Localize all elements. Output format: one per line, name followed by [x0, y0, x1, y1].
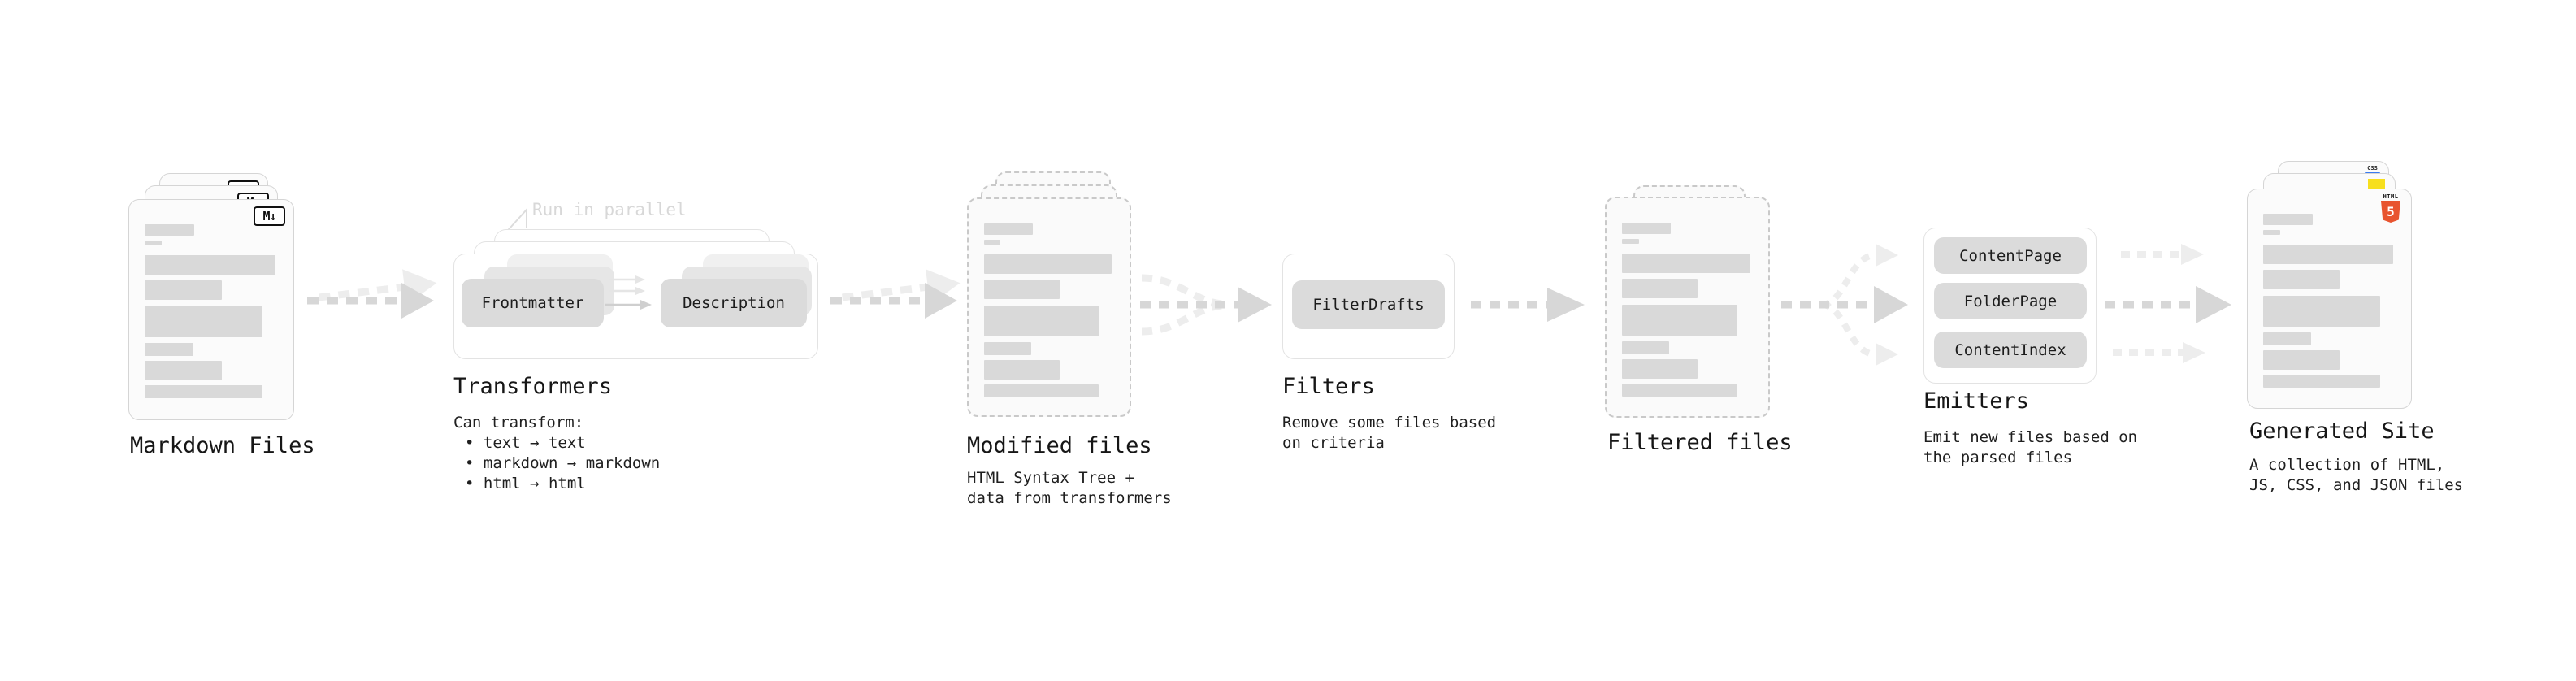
doc-text-bar	[2263, 245, 2393, 264]
doc-text-bar	[2263, 350, 2340, 370]
doc-text-bar	[1622, 254, 1750, 273]
flow-arrow-modified-to-filters	[1140, 274, 1272, 336]
doc-text-bar	[984, 306, 1099, 336]
doc-content-placeholder	[145, 200, 275, 398]
doc-text-bar	[2263, 230, 2280, 235]
contentpage-pill: ContentPage	[1934, 237, 2087, 274]
doc-text-bar	[145, 361, 222, 380]
doc-text-bar	[1622, 359, 1698, 379]
markdown-icon: M↓	[254, 206, 285, 226]
doc-card-front	[1605, 197, 1770, 418]
doc-text-bar	[2263, 296, 2380, 327]
node-title-emitters: Emitters	[1923, 388, 2030, 414]
doc-text-bar	[1622, 223, 1672, 234]
doc-card-front: M↓	[128, 199, 294, 420]
transform-bullet: • text → text	[465, 434, 586, 452]
doc-text-bar	[145, 255, 275, 275]
doc-text-bar	[145, 343, 193, 356]
subtitle-line: HTML Syntax Tree +	[967, 469, 1134, 487]
node-title-filtered-files: Filtered files	[1607, 430, 1793, 455]
doc-text-bar	[984, 254, 1112, 274]
pill-flow-arrows	[605, 275, 652, 310]
doc-text-bar	[1622, 279, 1698, 298]
doc-text-bar	[145, 280, 222, 300]
node-title-markdown-files: Markdown Files	[130, 433, 315, 458]
doc-content-placeholder	[1622, 198, 1750, 397]
node-title-generated-site: Generated Site	[2249, 419, 2435, 444]
generated-site-description: A collection of HTML, JS, CSS, and JSON …	[2249, 455, 2463, 496]
doc-text-bar	[984, 342, 1032, 355]
doc-text-bar	[1622, 239, 1639, 244]
modified-files-description: HTML Syntax Tree + data from transformer…	[967, 468, 1172, 509]
flow-arrows-emitters-to-site	[2105, 244, 2231, 363]
html5-icon: HTML 5	[2380, 193, 2401, 223]
filters-description: Remove some files based on criteria	[1282, 413, 1496, 453]
folderpage-pill: FolderPage	[1934, 283, 2087, 319]
doc-text-bar	[1622, 341, 1670, 354]
doc-card-front	[967, 197, 1131, 417]
transformers-description: Can transform: • text → text • markdown …	[453, 413, 660, 494]
html5-icon-label: HTML	[2383, 193, 2399, 200]
node-title-filters: Filters	[1282, 374, 1375, 399]
doc-text-bar	[145, 241, 162, 245]
node-title-modified-files: Modified files	[967, 433, 1152, 458]
contentindex-pill: ContentIndex	[1934, 332, 2087, 368]
subtitle-line: on criteria	[1282, 434, 1385, 452]
subtitle-line: Remove some files based	[1282, 414, 1497, 432]
flow-arrow-transformers-to-modified	[830, 269, 961, 319]
doc-text-bar	[2263, 332, 2312, 345]
doc-text-bar	[1622, 384, 1738, 397]
doc-text-bar	[145, 385, 262, 398]
doc-text-bar	[1622, 305, 1738, 336]
transform-bullet: • html → html	[465, 475, 586, 492]
js-icon	[2368, 179, 2385, 189]
doc-text-bar	[2263, 270, 2340, 289]
doc-text-bar	[984, 360, 1060, 380]
subtitle-line: data from transformers	[967, 489, 1172, 507]
subtitle-line: A collection of HTML,	[2249, 456, 2445, 474]
flow-arrow-filtered-to-emitters	[1781, 244, 1908, 366]
frontmatter-pill: Frontmatter	[462, 279, 604, 327]
flow-arrow-markdown-to-transformers	[307, 269, 437, 319]
subtitle-line: the parsed files	[1923, 449, 2073, 466]
flow-arrow-filters-to-filtered	[1471, 288, 1585, 322]
doc-text-bar	[984, 223, 1033, 235]
doc-text-bar	[984, 240, 1001, 245]
subtitle-line: Emit new files based on	[1923, 428, 2138, 446]
can-transform-heading: Can transform:	[453, 414, 584, 432]
doc-card-front-html: HTML 5	[2247, 189, 2412, 409]
doc-text-bar	[984, 280, 1060, 299]
doc-text-bar	[145, 306, 262, 337]
doc-content-placeholder	[984, 199, 1112, 397]
doc-text-bar	[984, 384, 1099, 397]
node-title-transformers: Transformers	[453, 374, 613, 399]
doc-text-bar	[145, 224, 195, 236]
doc-text-bar	[2263, 214, 2313, 225]
doc-text-bar	[2263, 375, 2380, 388]
html5-icon-shield: 5	[2381, 201, 2400, 223]
description-pill: Description	[661, 279, 807, 327]
css-icon-label: CSS	[2367, 165, 2378, 171]
transform-bullet: • markdown → markdown	[465, 454, 661, 472]
subtitle-line: JS, CSS, and JSON files	[2249, 476, 2464, 494]
run-in-parallel-label: Run in parallel	[532, 200, 687, 219]
filterdrafts-pill: FilterDrafts	[1292, 280, 1445, 329]
emitters-description: Emit new files based on the parsed files	[1923, 427, 2137, 468]
doc-content-placeholder	[2263, 189, 2393, 388]
